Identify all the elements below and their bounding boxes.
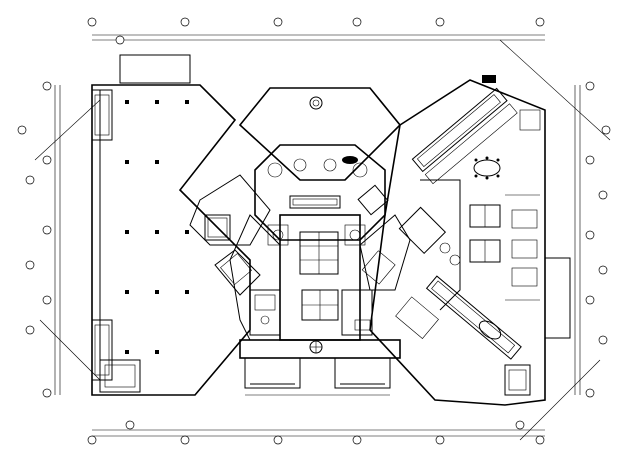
dimension-lines [34,34,611,441]
furniture-icon [267,156,368,209]
column-icon [125,100,189,354]
grid-bubbles-bottom [87,420,545,445]
furniture-icon [439,156,538,340]
grid-bubbles-top [87,17,545,45]
right-wing [369,75,571,406]
entrance [239,339,401,396]
stairs-icon [119,54,191,84]
central-hall [229,214,373,341]
grid-bubbles-left [17,81,52,398]
left-connector [189,174,271,296]
left-wing [91,54,251,396]
right-connector [357,184,411,291]
furniture-icon [267,224,366,321]
central-atrium [238,87,402,181]
stairs-icon [544,257,571,339]
grid-bubbles-right [585,81,611,398]
